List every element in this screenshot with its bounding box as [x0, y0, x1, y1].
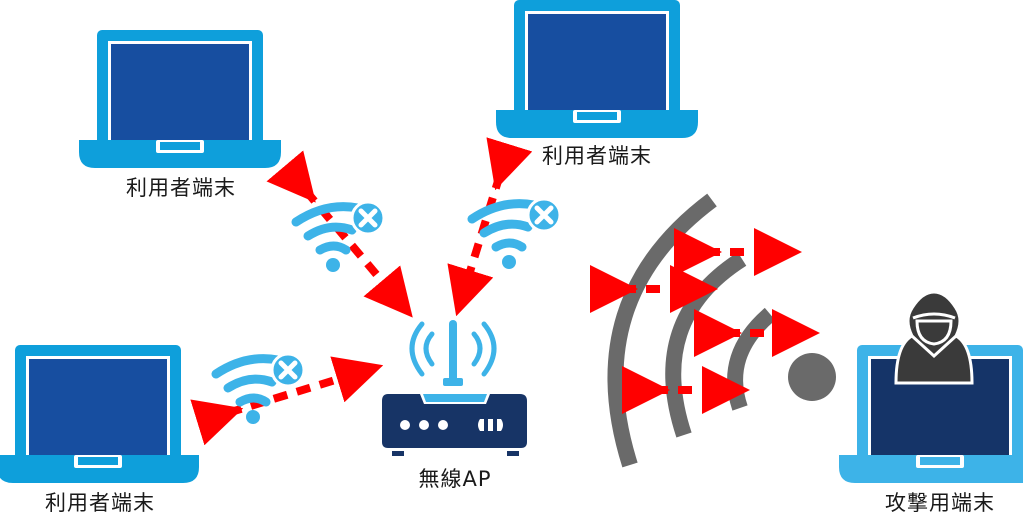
label-user-top-center: 利用者端末: [542, 144, 652, 168]
laptop-icon-top-center: [496, 0, 698, 138]
interference-arrows: [590, 228, 820, 414]
link-arrow-bottom-left: [190, 356, 384, 446]
hacker-icon: [894, 290, 974, 385]
wireless-router-icon: [382, 320, 527, 456]
laptop-icon-bottom-left: [0, 345, 199, 483]
label-user-top-left: 利用者端末: [126, 176, 236, 200]
broadcast-waves-icon: [607, 193, 836, 468]
wifi-off-icon: [472, 199, 560, 269]
link-arrow-top-center: [447, 137, 533, 317]
label-access-point: 無線AP: [418, 467, 492, 491]
laptop-icon-top-left: [79, 30, 281, 168]
label-user-bottom-left: 利用者端末: [45, 491, 155, 515]
label-attacker: 攻撃用端末: [885, 491, 995, 515]
